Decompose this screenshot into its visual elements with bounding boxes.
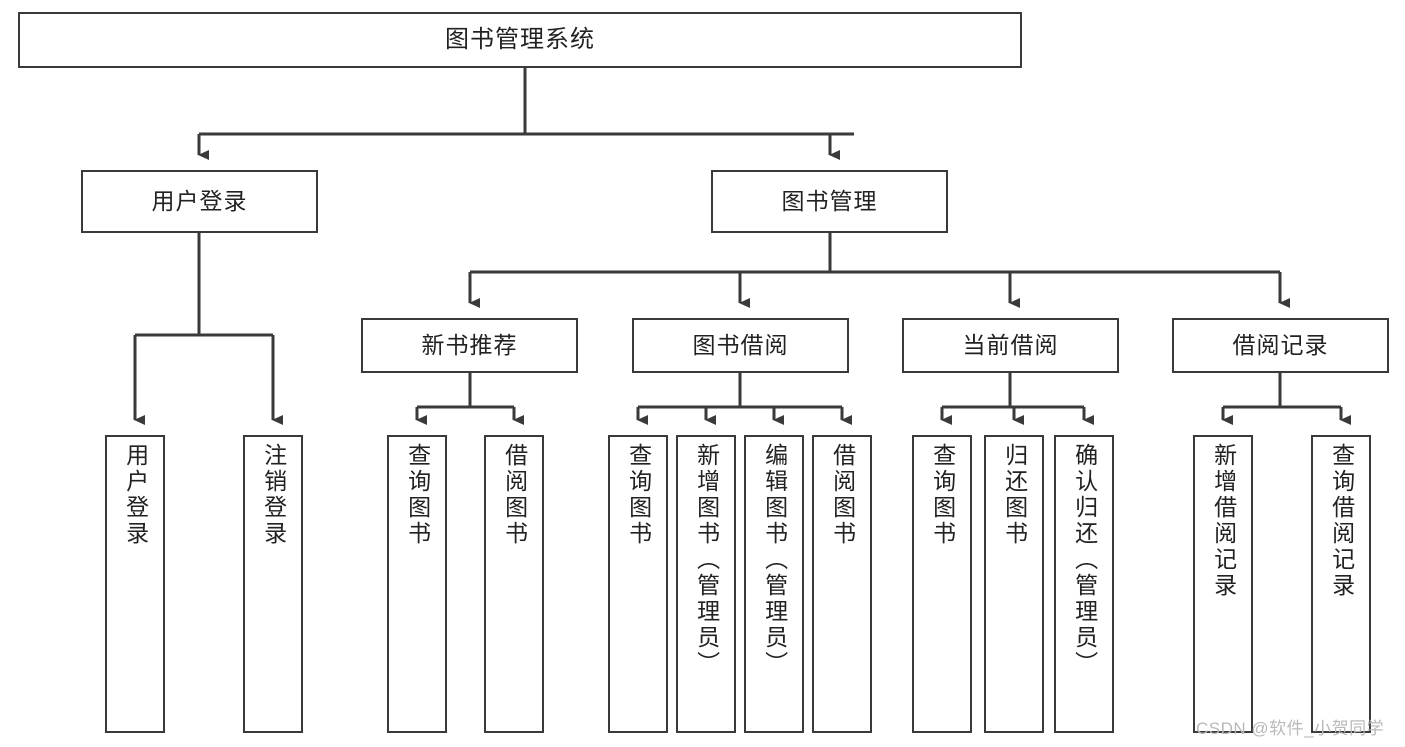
node-leaf-user-login-label: 用户登录 — [122, 443, 149, 547]
node-leaf-confirm-return-label: 确认归还（管理员） — [1071, 443, 1098, 677]
node-current-borrow-label: 当前借阅 — [962, 331, 1059, 358]
node-leaf-edit-book[interactable]: 编辑图书（管理员） — [744, 435, 804, 733]
node-leaf-query-book-3[interactable]: 查询图书 — [912, 435, 972, 733]
node-leaf-confirm-return[interactable]: 确认归还（管理员） — [1054, 435, 1114, 733]
node-leaf-logout[interactable]: 注销登录 — [243, 435, 303, 733]
node-book-borrow-label: 图书借阅 — [692, 331, 789, 358]
node-root[interactable]: 图书管理系统 — [18, 12, 1022, 68]
node-new-book-rec-label: 新书推荐 — [421, 331, 518, 358]
node-root-label: 图书管理系统 — [445, 25, 595, 53]
node-leaf-query-record[interactable]: 查询借阅记录 — [1311, 435, 1371, 733]
node-leaf-add-record-label: 新增借阅记录 — [1210, 443, 1237, 599]
node-leaf-query-book-1[interactable]: 查询图书 — [387, 435, 447, 733]
node-book-manage[interactable]: 图书管理 — [711, 170, 948, 233]
node-new-book-rec[interactable]: 新书推荐 — [361, 318, 578, 373]
node-leaf-return-book[interactable]: 归还图书 — [984, 435, 1044, 733]
node-leaf-query-book-1-label: 查询图书 — [404, 443, 431, 547]
node-leaf-return-book-label: 归还图书 — [1001, 443, 1028, 547]
node-leaf-query-record-label: 查询借阅记录 — [1328, 443, 1355, 599]
node-user-login[interactable]: 用户登录 — [81, 170, 318, 233]
csdn-watermark: CSDN @软件_小贺同学 — [1196, 719, 1385, 738]
node-leaf-query-book-2[interactable]: 查询图书 — [608, 435, 668, 733]
node-book-borrow[interactable]: 图书借阅 — [632, 318, 849, 373]
node-leaf-borrow-book-2[interactable]: 借阅图书 — [812, 435, 872, 733]
node-book-manage-label: 图书管理 — [781, 187, 878, 214]
node-leaf-query-book-3-label: 查询图书 — [929, 443, 956, 547]
node-current-borrow[interactable]: 当前借阅 — [902, 318, 1119, 373]
node-leaf-borrow-book-1[interactable]: 借阅图书 — [484, 435, 544, 733]
node-leaf-add-book-label: 新增图书（管理员） — [693, 443, 720, 677]
node-leaf-borrow-book-2-label: 借阅图书 — [829, 443, 856, 547]
node-borrow-record-label: 借阅记录 — [1232, 331, 1329, 358]
node-leaf-add-book[interactable]: 新增图书（管理员） — [676, 435, 736, 733]
node-leaf-edit-book-label: 编辑图书（管理员） — [761, 443, 788, 677]
node-leaf-add-record[interactable]: 新增借阅记录 — [1193, 435, 1253, 733]
node-leaf-borrow-book-1-label: 借阅图书 — [501, 443, 528, 547]
node-borrow-record[interactable]: 借阅记录 — [1172, 318, 1389, 373]
node-user-login-label: 用户登录 — [151, 187, 248, 214]
node-leaf-query-book-2-label: 查询图书 — [625, 443, 652, 547]
node-leaf-user-login[interactable]: 用户登录 — [105, 435, 165, 733]
node-leaf-logout-label: 注销登录 — [260, 443, 287, 547]
